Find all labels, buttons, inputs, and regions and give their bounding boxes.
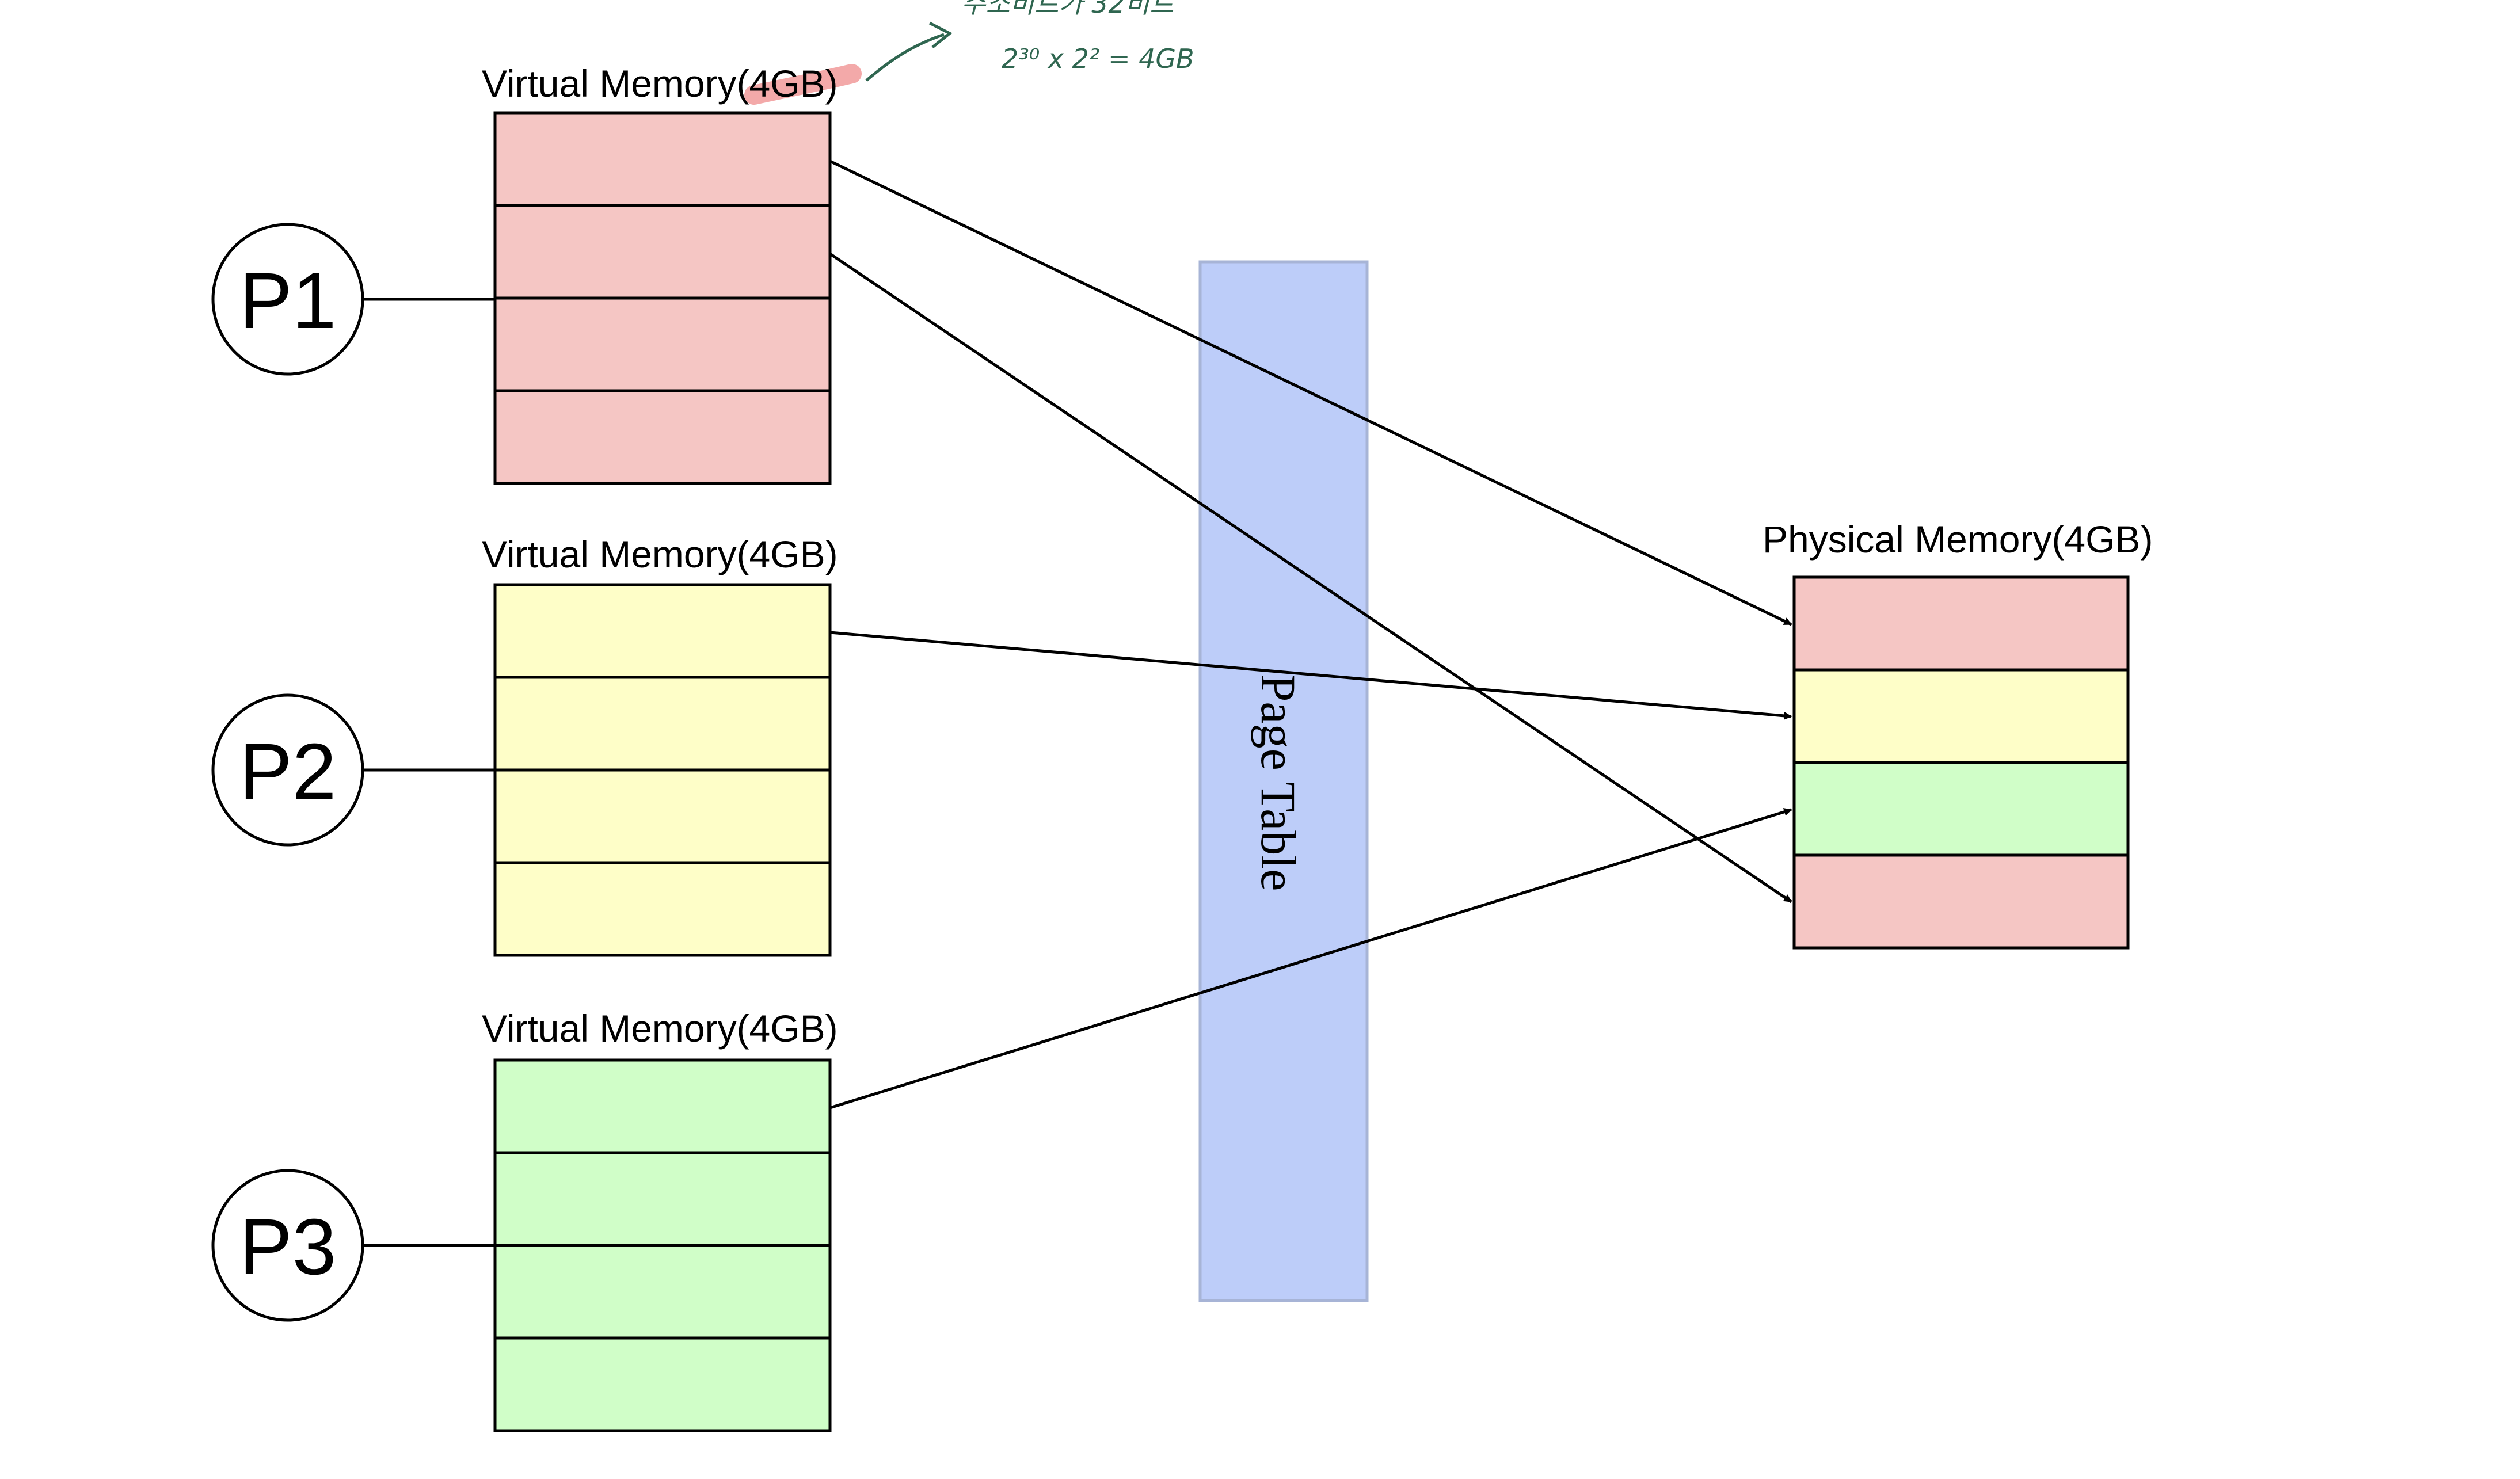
mapping-arrow-p1-page1: [829, 159, 1792, 626]
pm-frame: [1792, 761, 2130, 857]
physical-memory: Physical Memory(4GB): [1763, 518, 2153, 950]
pm-frame: [1792, 853, 2130, 950]
annotation-arrow-head: [928, 21, 953, 48]
page-table-label: Page Table: [1251, 674, 1306, 891]
vm-page: [493, 1058, 832, 1154]
annotation-line-1: 주소비트가 32비트: [961, 0, 1175, 19]
vm-page: [493, 583, 832, 679]
vm-page: [493, 111, 832, 207]
annotation-line-2: 2³⁰ x 2² = 4GB: [1002, 43, 1194, 74]
virtual-memory-p3: Virtual Memory(4GB) P3: [211, 1007, 838, 1432]
vm-page: [493, 389, 832, 485]
vm-page: [493, 1151, 832, 1247]
virtual-memory-p1: Virtual Memory(4GB) P1: [211, 62, 838, 485]
process-label: P3: [239, 1203, 337, 1291]
annotation-arrow: [865, 33, 945, 82]
mapping-arrow-p3-page1: [829, 808, 1792, 1110]
process-node: [211, 693, 364, 847]
vm-page: [493, 296, 832, 392]
virtual-memory-label: Virtual Memory(4GB): [482, 533, 838, 575]
physical-memory-label: Physical Memory(4GB): [1763, 518, 2153, 561]
annotation-highlight: [744, 64, 862, 105]
vm-page: [493, 676, 832, 772]
mapping-arrow-p2-page1: [829, 631, 1792, 720]
vm-page: [493, 1336, 832, 1432]
vm-page: [493, 768, 832, 864]
process-label: P1: [239, 257, 337, 345]
vm-page: [493, 204, 832, 300]
pm-frame: [1792, 575, 2130, 672]
mapping-arrows: [829, 159, 1792, 1110]
mapping-arrow-p1-page2: [829, 252, 1792, 904]
vm-page: [493, 861, 832, 957]
page-table: [1198, 260, 1369, 1302]
virtual-memory-label: Virtual Memory(4GB): [482, 62, 838, 105]
process-node: [211, 1169, 364, 1322]
virtual-memory-label: Virtual Memory(4GB): [482, 1007, 838, 1050]
pm-frame: [1792, 668, 2130, 764]
process-label: P2: [239, 727, 337, 816]
vm-page: [493, 1244, 832, 1340]
virtual-memory-p2: Virtual Memory(4GB) P2: [211, 533, 838, 957]
process-node: [211, 223, 364, 376]
